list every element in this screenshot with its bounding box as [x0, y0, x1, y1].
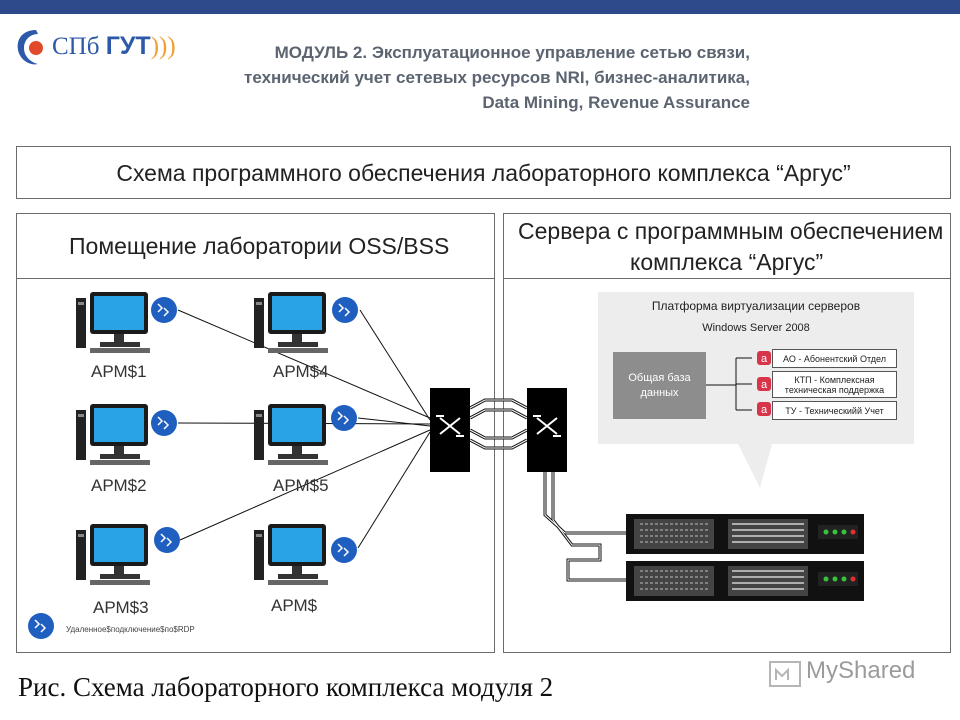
servers-title-line2: комплекса “Аргус” — [630, 249, 824, 275]
module-ktp-icon: a — [757, 377, 771, 391]
virtualization-os: Windows Server 2008 — [702, 322, 810, 334]
spbgut-logo-icon — [17, 30, 43, 65]
virtualization-title: Платформа виртуализации серверов — [651, 299, 861, 313]
watermark: MyShared — [806, 657, 916, 684]
svg-text:a: a — [761, 379, 768, 391]
lab-room-title: Помещение лаборатории OSS/BSS — [69, 233, 450, 259]
workstation-2-icon — [76, 404, 177, 465]
server-links — [543, 470, 628, 582]
switch-left-icon — [430, 388, 470, 472]
svg-text:a: a — [761, 353, 768, 365]
workstation-6-label: АРМ$ — [271, 596, 318, 615]
servers-panel-header: Сервера с программным обеспечением компл… — [503, 213, 951, 279]
module-ktp: КТП - Комплексная техническая поддержка — [772, 371, 897, 398]
rdp-legend-label: Удаленное$подключение$по$RDP — [66, 625, 195, 634]
workstation-3-icon — [76, 524, 180, 585]
workstation-1-icon — [76, 292, 177, 353]
workstation-4-icon — [254, 292, 358, 353]
workstation-4-label: АРМ$4 — [273, 362, 329, 381]
servers-title-line1: Сервера с программным обеспечением — [518, 218, 944, 244]
diagram-title: Схема программного обеспечения лаборатор… — [116, 160, 851, 186]
workstation-5-icon — [254, 404, 357, 465]
workstation-1-label: АРМ$1 — [91, 362, 147, 381]
shared-database: Общая база данных — [613, 352, 706, 419]
workstation-6-icon — [254, 524, 357, 585]
page-heading: МОДУЛЬ 2. Эксплуатационное управление се… — [244, 43, 750, 112]
lab-room-panel-header: Помещение лаборатории OSS/BSS — [16, 213, 495, 279]
server-rack-1-icon — [626, 514, 864, 554]
logo-text: СПб ГУТ))) — [52, 32, 176, 60]
db-module-links — [706, 357, 752, 411]
workstation-2-label: АРМ$2 — [91, 476, 147, 495]
module-tu-icon: a — [757, 402, 771, 416]
figure-caption: Рис. Схема лабораторного комплекса модул… — [18, 672, 554, 702]
callout-pointer — [738, 444, 772, 488]
top-bar — [0, 0, 960, 14]
switch-trunk-links — [469, 398, 528, 450]
svg-text:a: a — [761, 404, 768, 416]
server-rack-2-icon — [626, 561, 864, 601]
workstation-3-label: АРМ$3 — [93, 598, 149, 617]
module-tu: ТУ - Техническийй Учет — [772, 401, 897, 420]
switch-right-icon — [527, 388, 567, 472]
module-ao: АО - Абонентский Отдел — [772, 349, 897, 368]
diagram-title-box: Схема программного обеспечения лаборатор… — [16, 146, 951, 199]
module-ao-icon: a — [757, 351, 771, 365]
myshared-logo-icon — [769, 661, 801, 687]
rdp-legend-icon — [28, 613, 54, 639]
workstation-5-label: АРМ$5 — [273, 476, 329, 495]
